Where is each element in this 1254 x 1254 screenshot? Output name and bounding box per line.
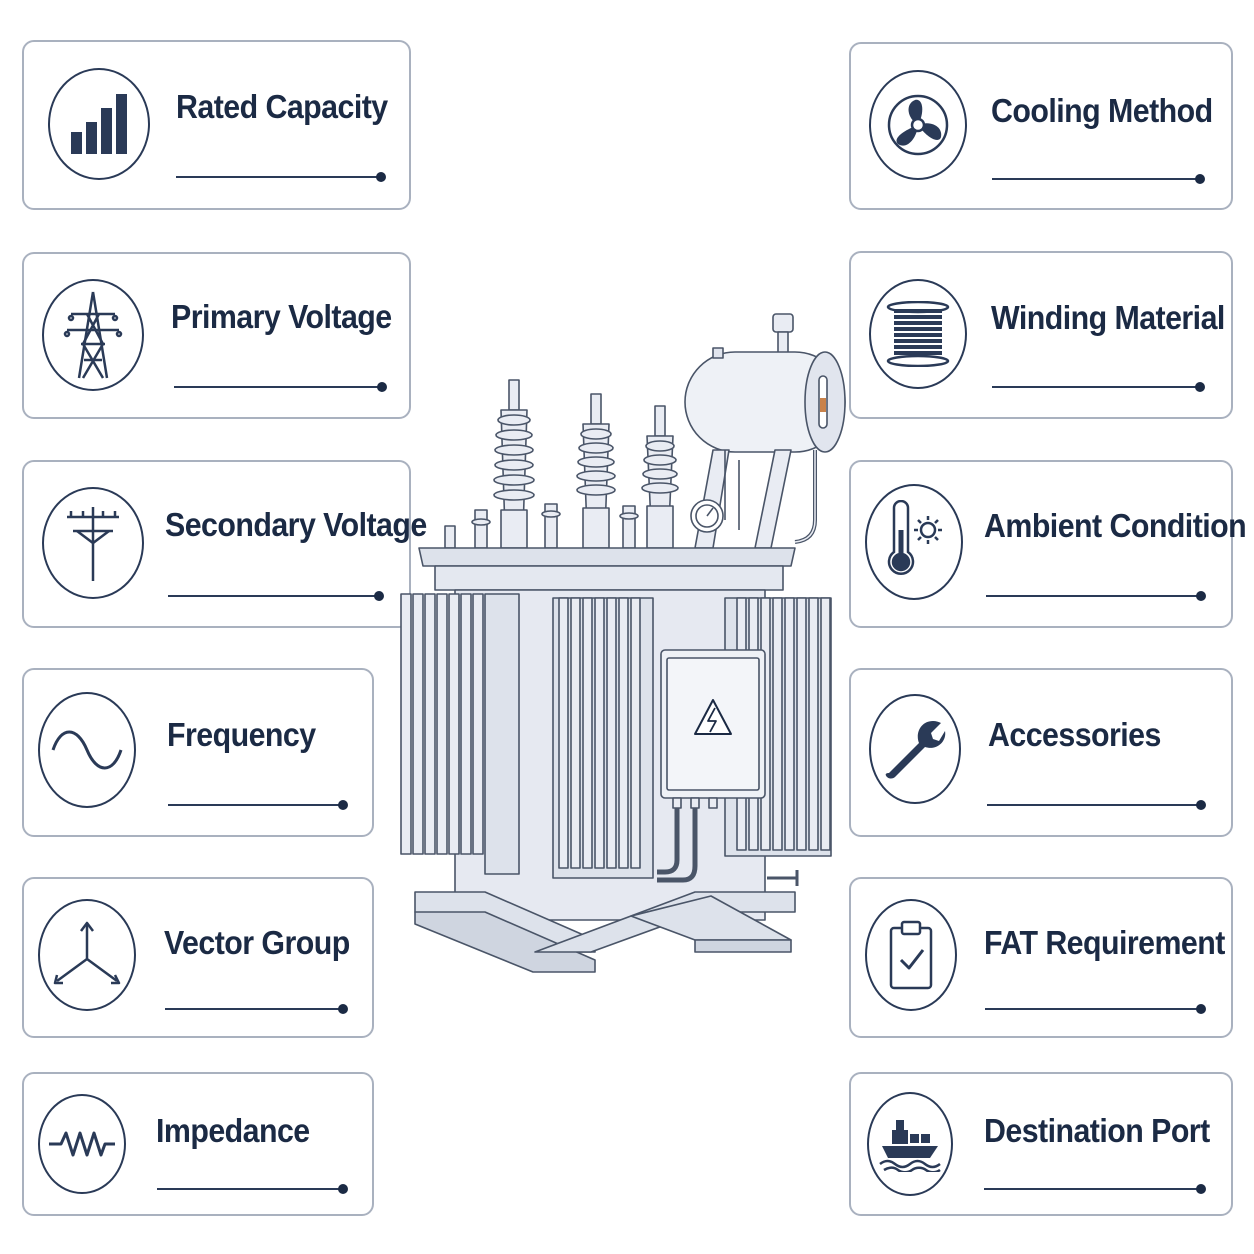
card-label: Winding Material — [991, 299, 1225, 336]
card-label: FAT Requirement — [984, 924, 1225, 961]
card-frequency: Frequency — [22, 668, 374, 837]
card-destination-port: Destination Port — [849, 1072, 1233, 1216]
three-phase-star-icon — [38, 899, 136, 1011]
card-label: Cooling Method — [991, 92, 1213, 129]
card-label: Impedance — [156, 1112, 310, 1149]
card-cooling-method: Cooling Method — [849, 42, 1233, 210]
control-box — [657, 649, 766, 883]
card-label: Rated Capacity — [176, 88, 388, 125]
base-skids — [414, 891, 796, 973]
card-fat-requirement: FAT Requirement — [849, 877, 1233, 1038]
card-underline — [986, 591, 1206, 601]
transmission-tower-icon — [42, 279, 144, 391]
copper-coil-icon — [869, 279, 967, 389]
card-label: Vector Group — [164, 924, 350, 961]
cargo-ship-icon — [867, 1092, 953, 1196]
card-underline — [992, 382, 1205, 392]
card-rated-capacity: Rated Capacity — [22, 40, 411, 210]
card-underline — [992, 174, 1205, 184]
card-primary-voltage: Primary Voltage — [22, 252, 411, 419]
fan-icon — [869, 70, 967, 180]
card-underline — [168, 800, 348, 810]
card-underline — [984, 1184, 1206, 1194]
card-underline — [168, 591, 384, 601]
card-winding-material: Winding Material — [849, 251, 1233, 419]
card-impedance: Impedance — [22, 1072, 374, 1216]
bar-chart-icon — [48, 68, 150, 180]
resistor-icon — [38, 1094, 126, 1194]
utility-pole-icon — [42, 487, 144, 599]
card-ambient-condition: Ambient Condition — [849, 460, 1247, 628]
card-secondary-voltage: Secondary Voltage — [22, 460, 427, 628]
card-underline — [157, 1184, 348, 1194]
card-label: Secondary Voltage — [165, 506, 427, 543]
wrench-icon — [869, 694, 961, 804]
card-label: Primary Voltage — [171, 298, 392, 335]
card-label: Frequency — [167, 716, 316, 753]
radiator-fins-left — [400, 593, 520, 875]
card-underline — [165, 1004, 348, 1014]
card-label: Destination Port — [984, 1112, 1210, 1149]
card-underline — [987, 800, 1206, 810]
tank-cover — [418, 547, 796, 567]
power-transformer-illustration — [400, 313, 846, 973]
thermometer-sun-icon — [865, 484, 963, 600]
card-label: Accessories — [988, 716, 1161, 753]
card-underline — [174, 382, 387, 392]
radiator-fins-center — [552, 597, 654, 879]
sine-wave-icon — [38, 692, 136, 808]
hv-bushings — [493, 379, 679, 549]
clipboard-check-icon — [865, 899, 957, 1011]
card-underline — [176, 172, 386, 182]
card-underline — [985, 1004, 1206, 1014]
card-vector-group: Vector Group — [22, 877, 374, 1038]
card-label: Ambient Condition — [984, 507, 1247, 544]
card-accessories: Accessories — [849, 668, 1233, 837]
